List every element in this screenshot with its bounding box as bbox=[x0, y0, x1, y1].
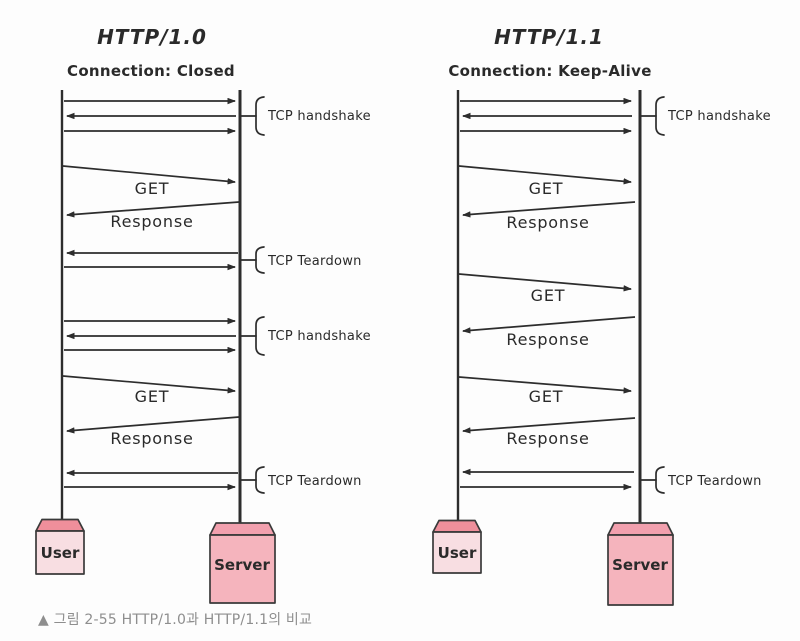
bracket-label: TCP handshake bbox=[267, 329, 371, 344]
response-label-1: Response bbox=[110, 212, 193, 231]
panel-http11: HTTP/1.1 Connection: Keep-Alive TCP hand… bbox=[432, 25, 771, 606]
response-arrow-3 bbox=[462, 417, 636, 434]
response-arrow-1 bbox=[66, 201, 240, 218]
get-arrow-2 bbox=[458, 273, 632, 292]
get-label-3: GET bbox=[529, 387, 564, 406]
get-label-2: GET bbox=[135, 387, 170, 406]
panel-http10: HTTP/1.0 Connection: Closed TCP handshak… bbox=[35, 25, 371, 604]
get-label-2: GET bbox=[531, 286, 566, 305]
server-box-label: Server bbox=[612, 556, 668, 574]
response-arrow-1 bbox=[462, 201, 636, 218]
bracket-teardown-1: TCP Teardown bbox=[240, 246, 362, 274]
get-arrow-1 bbox=[62, 165, 236, 185]
bracket-teardown: TCP Teardown bbox=[640, 466, 762, 494]
user-box-body bbox=[432, 531, 482, 574]
figure-caption: ▲ 그림 2-55 HTTP/1.0과 HTTP/1.1의 비교 bbox=[38, 612, 312, 628]
response-arrow-2 bbox=[462, 316, 636, 334]
user-box-top bbox=[432, 519, 482, 533]
bracket-teardown-2: TCP Teardown bbox=[240, 466, 362, 494]
user-box-body bbox=[35, 530, 85, 575]
user-box-top bbox=[35, 518, 85, 532]
get-label-1: GET bbox=[529, 179, 564, 198]
bracket-handshake: TCP handshake bbox=[640, 96, 771, 136]
response-label-2: Response bbox=[506, 330, 589, 349]
tcp-handshake-arrows-1 bbox=[64, 97, 236, 135]
tcp-teardown-arrows-1 bbox=[64, 249, 238, 271]
server-box-body bbox=[209, 534, 276, 604]
panel-title: HTTP/1.0 bbox=[97, 25, 207, 49]
bracket-handshake-1: TCP handshake bbox=[240, 96, 371, 136]
get-label-1: GET bbox=[135, 179, 170, 198]
user-box: User bbox=[432, 519, 482, 574]
server-box-top bbox=[607, 522, 674, 536]
response-label-3: Response bbox=[506, 429, 589, 448]
connection-header: Connection: Keep-Alive bbox=[448, 62, 651, 80]
response-label-1: Response bbox=[506, 213, 589, 232]
user-box: User bbox=[35, 518, 85, 575]
user-box-label: User bbox=[438, 544, 477, 562]
bracket-label: TCP handshake bbox=[667, 109, 771, 124]
get-arrow-3 bbox=[458, 376, 632, 394]
tcp-teardown-arrows-2 bbox=[64, 469, 238, 491]
tcp-handshake-arrows bbox=[460, 97, 632, 135]
bracket-label: TCP handshake bbox=[267, 109, 371, 124]
tcp-handshake-arrows-2 bbox=[64, 317, 236, 354]
response-label-2: Response bbox=[110, 429, 193, 448]
bracket-handshake-2: TCP handshake bbox=[240, 316, 371, 356]
tcp-teardown-arrows bbox=[460, 468, 634, 491]
connection-header: Connection: Closed bbox=[67, 62, 235, 80]
bracket-label: TCP Teardown bbox=[267, 254, 362, 269]
bracket-label: TCP Teardown bbox=[267, 474, 362, 489]
server-box-label: Server bbox=[214, 556, 270, 574]
bracket-label: TCP Teardown bbox=[667, 474, 762, 489]
get-arrow-1 bbox=[458, 165, 632, 185]
server-box-body bbox=[607, 534, 674, 606]
server-box: Server bbox=[607, 522, 674, 606]
panel-title: HTTP/1.1 bbox=[494, 25, 604, 49]
server-box-top bbox=[209, 522, 276, 536]
user-box-label: User bbox=[41, 544, 80, 562]
server-box: Server bbox=[209, 522, 276, 604]
get-arrow-2 bbox=[62, 375, 236, 394]
response-arrow-2 bbox=[66, 416, 240, 434]
